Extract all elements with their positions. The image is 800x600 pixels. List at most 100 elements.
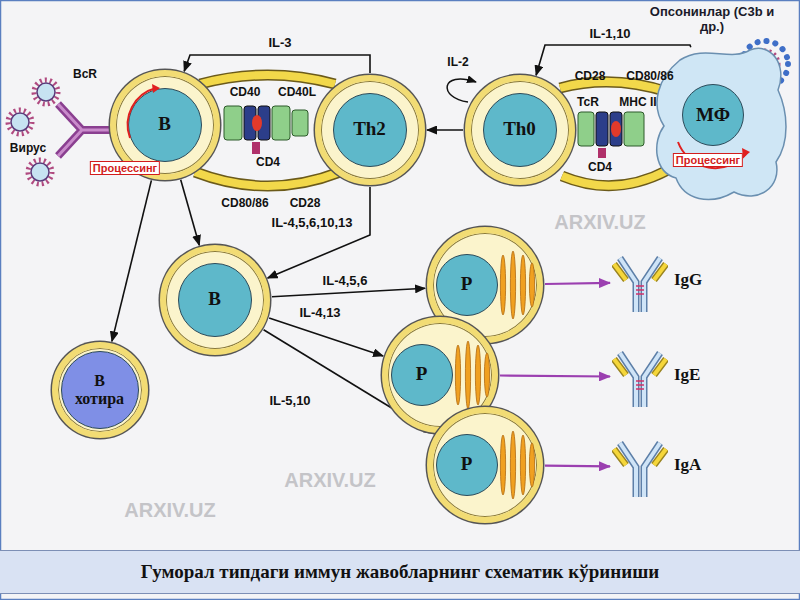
cell-nucleus: P	[436, 254, 498, 316]
cell-nucleus: P	[391, 344, 453, 406]
cell-label: МФ	[696, 105, 730, 126]
process-label: Процессинг	[90, 161, 160, 175]
adhesion-band	[560, 82, 668, 92]
mhc-molecule	[224, 106, 242, 140]
caption-bar: Гуморал типдаги иммун жавобларнинг схема…	[0, 550, 800, 594]
antibody-label: IgG	[674, 270, 702, 290]
virus-spikes	[28, 160, 52, 184]
cell-label: P	[416, 364, 428, 385]
connector	[545, 465, 610, 468]
connector	[272, 288, 425, 297]
bcr-receptor	[58, 104, 112, 156]
molecule-label: CD40	[230, 85, 261, 99]
connector	[500, 376, 610, 377]
light-chain	[614, 359, 666, 375]
er-stripe	[510, 251, 515, 319]
th0-cell: Th0	[465, 75, 575, 185]
cd4-molecule	[598, 148, 606, 158]
mhc-molecule	[624, 112, 644, 146]
opsonin-label: Опсонинлар (С3b и др.)	[642, 5, 782, 35]
cytokine-label: IL-1,10	[587, 26, 632, 41]
molecule-label: CD80/86	[626, 69, 673, 83]
heavy-chain	[620, 353, 660, 407]
cell-label: B хотира	[69, 372, 131, 407]
cytokine-label: IL-5,10	[267, 393, 312, 408]
cytokine-label: IL-4,13	[297, 305, 342, 320]
antibody-label: IgA	[674, 455, 701, 475]
receptor-molecule	[578, 112, 594, 146]
memory-b-cell: B хотира	[52, 342, 148, 438]
connector	[112, 180, 151, 341]
er-stripe	[500, 255, 505, 315]
molecule-label: MHC II	[619, 95, 656, 109]
watermark: ARXIV.UZ	[554, 211, 646, 234]
bcr-receptor	[58, 104, 112, 156]
virus-spikes	[34, 80, 58, 104]
cd4-molecule	[252, 142, 260, 154]
heavy-chain	[620, 353, 660, 407]
er-stripe	[475, 345, 480, 405]
light-chain	[614, 449, 666, 465]
light-chain	[614, 359, 666, 375]
tcr-molecule	[596, 112, 608, 146]
cell-nucleus: P	[436, 434, 498, 496]
er-stripe	[529, 263, 534, 307]
cell-label: B	[208, 289, 221, 310]
molecule-label: CD40L	[278, 85, 316, 99]
connector	[545, 283, 610, 284]
light-chain	[614, 264, 666, 280]
connector	[184, 55, 370, 73]
er-stripe	[500, 435, 505, 495]
process-label: Процессинг	[673, 153, 743, 167]
cell-label: Th0	[503, 119, 536, 140]
antibody-symbol	[612, 250, 668, 314]
plasma-cell: P	[427, 407, 543, 523]
antigen-peptide	[252, 115, 262, 131]
antigen-peptide	[611, 121, 621, 137]
er-stripe	[510, 431, 515, 499]
molecule-label: CD80/86	[221, 196, 268, 210]
receptor-label: BcR	[73, 67, 97, 81]
connector	[269, 318, 383, 356]
autocrine-arrow	[447, 79, 476, 102]
cell-nucleus: Th2	[333, 93, 407, 167]
molecule-label: CD4	[256, 155, 280, 169]
light-chain	[614, 264, 666, 280]
connector	[181, 180, 200, 245]
cell-nucleus: МФ	[682, 84, 744, 146]
macrophage: МФ	[650, 42, 790, 207]
arrowhead	[742, 148, 750, 158]
antibody: IgE	[612, 345, 712, 409]
virus	[31, 163, 49, 181]
adhesion-band	[200, 75, 335, 84]
antibody: IgA	[612, 435, 712, 499]
virus	[37, 83, 55, 101]
connector	[427, 129, 463, 131]
heavy-chain	[620, 258, 660, 312]
molecule-label: CD28	[290, 196, 321, 210]
antibody-label: IgE	[674, 365, 700, 385]
cytokine-label: IL-4,5,6,10,13	[270, 215, 355, 230]
watermark: ARXIV.UZ	[124, 499, 216, 522]
mhc-molecule	[272, 106, 290, 140]
adhesion-band	[560, 82, 668, 92]
antibody-symbol	[612, 435, 668, 499]
watermark: ARXIV.UZ	[284, 469, 376, 492]
heavy-chain	[620, 258, 660, 312]
disulfide-bond	[636, 381, 644, 389]
receptor-molecule	[292, 110, 308, 136]
er-stripe	[529, 443, 534, 487]
light-chain	[614, 449, 666, 465]
er-stripe	[465, 341, 470, 409]
virus-spikes	[8, 110, 32, 134]
cell-label: P	[461, 274, 473, 295]
molecule-label: CD28	[575, 69, 606, 83]
cytokine-label: IL-4,5,6	[321, 273, 370, 288]
caption: Гуморал типдаги иммун жавобларнинг схема…	[141, 561, 659, 583]
connector	[268, 187, 370, 278]
disulfide-bond	[636, 286, 644, 294]
er-stripe	[520, 255, 525, 315]
er-stripe	[520, 435, 525, 495]
